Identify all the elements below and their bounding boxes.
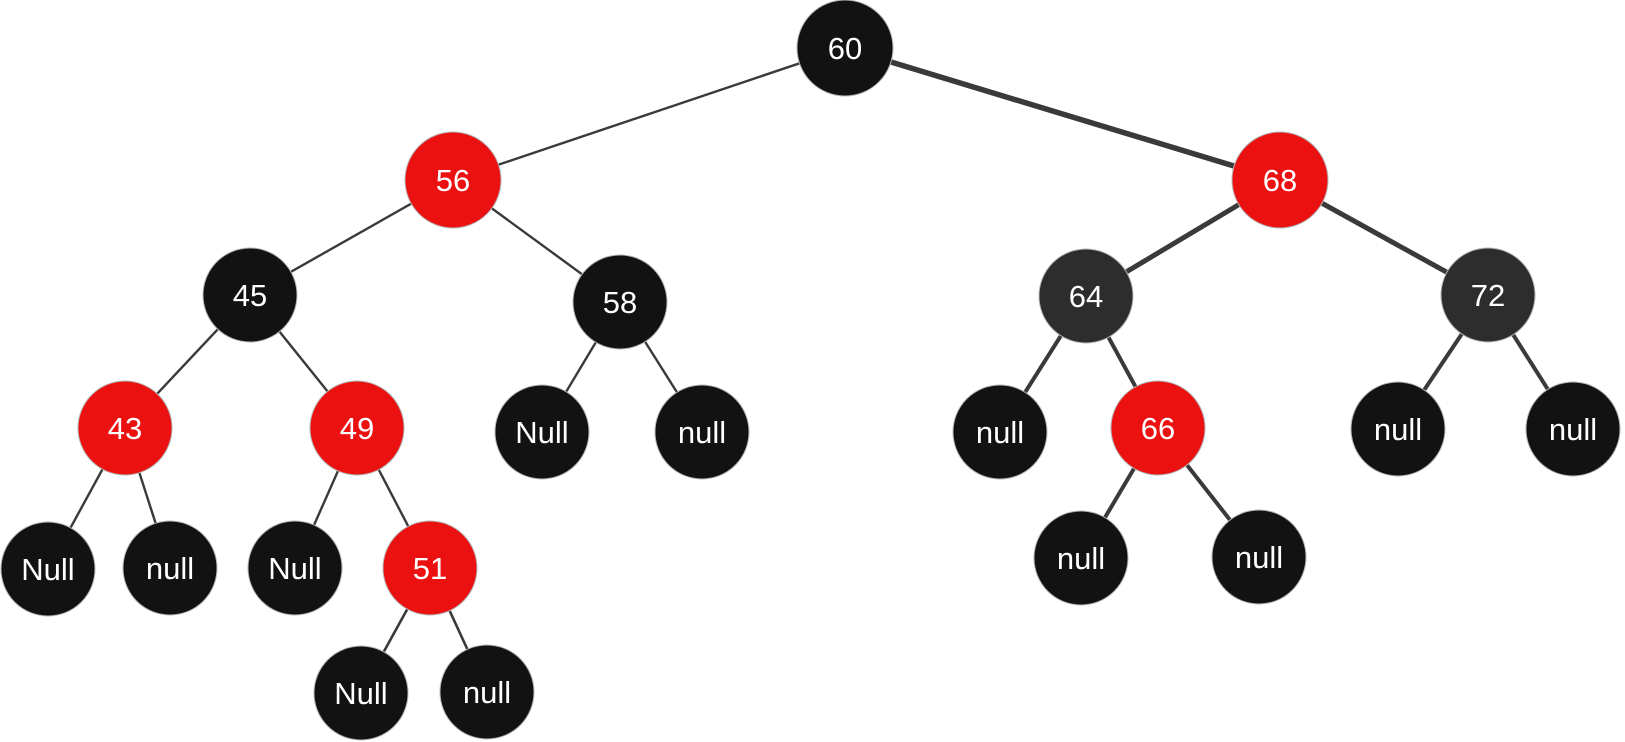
tree-node-label-58: 58	[603, 285, 637, 320]
tree-edge-60-56	[452, 46, 846, 182]
tree-node-label-66L: null	[1057, 541, 1105, 576]
tree-node-56: 56	[404, 131, 502, 229]
tree-node-51R: null	[439, 644, 535, 740]
tree-node-45: 45	[202, 247, 298, 343]
tree-node-circle-51L	[313, 645, 409, 741]
tree-node-72: 72	[1440, 247, 1536, 343]
tree-node-label-43L: Null	[21, 552, 74, 587]
tree-node-label-43: 43	[108, 411, 142, 446]
tree-node-label-66R: null	[1235, 540, 1283, 575]
tree-node-66L: null	[1033, 510, 1129, 606]
tree-node-circle-51R	[439, 644, 535, 740]
tree-node-label-49: 49	[340, 411, 374, 446]
tree-node-58L: Null	[494, 384, 590, 480]
tree-node-circle-43	[77, 380, 173, 476]
tree-node-circle-43L	[0, 521, 96, 617]
tree-node-43: 43	[77, 380, 173, 476]
tree-node-label-66: 66	[1141, 411, 1175, 446]
tree-node-circle-56	[404, 131, 502, 229]
tree-node-circle-72R	[1525, 381, 1621, 477]
tree-edge-60-68	[844, 45, 1281, 183]
tree-node-circle-58	[572, 254, 668, 350]
tree-node-label-60: 60	[828, 31, 862, 66]
tree-node-label-43R: null	[146, 551, 194, 586]
tree-node-58R: null	[654, 384, 750, 480]
tree-node-58: 58	[572, 254, 668, 350]
tree-node-label-58L: Null	[515, 415, 568, 450]
tree-node-circle-43R	[122, 520, 218, 616]
tree-node-circle-66R	[1211, 509, 1307, 605]
tree-node-circle-49L	[247, 520, 343, 616]
tree-node-circle-64L	[952, 384, 1048, 480]
tree-node-72R: null	[1525, 381, 1621, 477]
tree-node-43R: null	[122, 520, 218, 616]
tree-node-circle-58L	[494, 384, 590, 480]
tree-node-circle-45	[202, 247, 298, 343]
tree-node-64: 64	[1038, 248, 1134, 344]
tree-node-label-58R: null	[678, 415, 726, 450]
tree-node-circle-72L	[1350, 381, 1446, 477]
tree-node-circle-66	[1110, 380, 1206, 476]
tree-node-circle-72	[1440, 247, 1536, 343]
tree-node-label-72R: null	[1549, 412, 1597, 447]
tree-node-51L: Null	[313, 645, 409, 741]
tree-node-circle-60	[796, 0, 894, 97]
tree-node-66R: null	[1211, 509, 1307, 605]
tree-node-circle-64	[1038, 248, 1134, 344]
tree-node-circle-51	[382, 520, 478, 616]
tree-node-64L: null	[952, 384, 1048, 480]
tree-node-label-49L: Null	[268, 551, 321, 586]
tree-node-label-51R: null	[463, 675, 511, 710]
tree-node-label-45: 45	[233, 278, 267, 313]
tree-node-circle-68	[1231, 131, 1329, 229]
tree-node-label-51L: Null	[334, 676, 387, 711]
tree-node-label-72: 72	[1471, 278, 1505, 313]
tree-node-circle-66L	[1033, 510, 1129, 606]
tree-node-circle-49	[309, 380, 405, 476]
tree-node-60: 60	[796, 0, 894, 97]
tree-node-49L: Null	[247, 520, 343, 616]
tree-node-49: 49	[309, 380, 405, 476]
tree-node-72L: null	[1350, 381, 1446, 477]
tree-node-label-56: 56	[436, 163, 470, 198]
tree-node-43L: Null	[0, 521, 96, 617]
tree-node-label-64L: null	[976, 415, 1024, 450]
tree-node-66: 66	[1110, 380, 1206, 476]
tree-node-circle-58R	[654, 384, 750, 480]
tree-node-51: 51	[382, 520, 478, 616]
tree-node-68: 68	[1231, 131, 1329, 229]
tree-node-label-64: 64	[1069, 279, 1103, 314]
tree-node-label-51: 51	[413, 551, 447, 586]
tree-node-label-68: 68	[1263, 163, 1297, 198]
tree-node-label-72L: null	[1374, 412, 1422, 447]
